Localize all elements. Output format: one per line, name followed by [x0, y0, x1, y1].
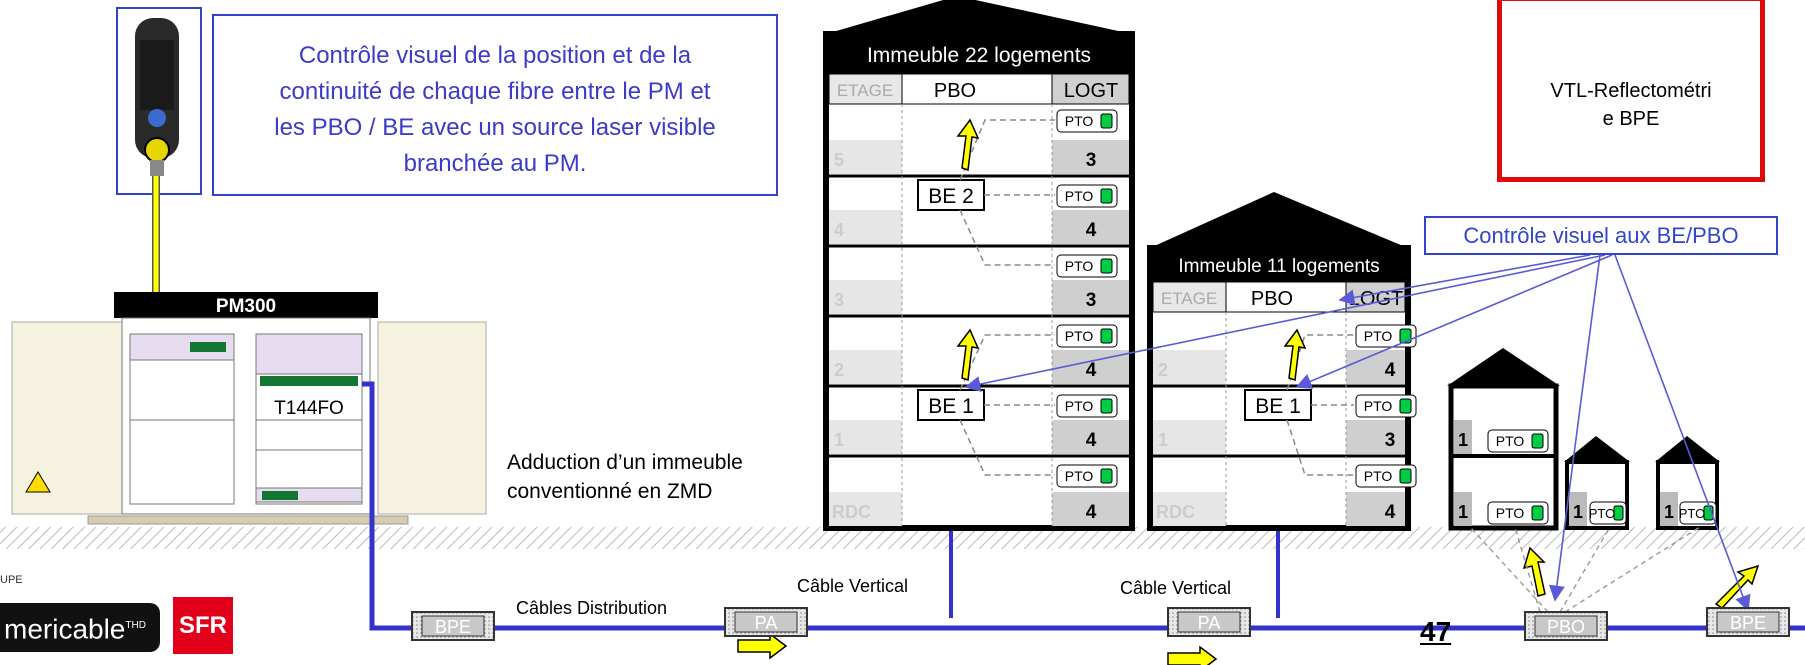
b22-logt-rdc: 4 [1086, 502, 1097, 523]
be1-b11-label: BE 1 [1255, 395, 1301, 418]
ground-hatch [0, 527, 1805, 549]
b22-logt-1: 4 [1086, 430, 1097, 451]
b22-floor-rdc: RDC [832, 502, 871, 522]
callout-line-2: continuité de chaque fibre entre le PM e… [279, 78, 711, 105]
pbo-underground-label: PBO [1547, 617, 1585, 637]
sfr-logo: SFR [173, 597, 233, 654]
svg-text:PTO: PTO [1364, 328, 1393, 344]
b22-floor-4: 4 [834, 220, 844, 240]
house3-floor: 1 [1664, 502, 1674, 522]
bpe-left-label: BPE [435, 617, 471, 637]
svg-text:PTO: PTO [1065, 113, 1094, 129]
b22-logt-4: 4 [1086, 220, 1097, 241]
adduction-line-2: conventionné en ZMD [507, 480, 713, 503]
b11-logt-2: 4 [1385, 360, 1396, 381]
t144fo-label: T144FO [274, 398, 344, 419]
svg-text:PTO: PTO [1065, 398, 1094, 414]
b11-drop-lines [1286, 334, 1354, 476]
building-11-title: Immeuble 11 logements [1178, 256, 1379, 277]
b22-logt-5: 3 [1086, 150, 1097, 171]
building-11-col-pbo: PBO [1251, 288, 1293, 310]
numericable-logo: mericableTHD [0, 603, 160, 652]
svg-text:PTO: PTO [1364, 468, 1393, 484]
vtl-line-1: VTL-Reflectométri [1550, 80, 1712, 102]
vtl-reflectometry-box[interactable]: VTL-Reflectométri e BPE [1497, 0, 1765, 182]
svg-text:PTO: PTO [1065, 468, 1094, 484]
b11-floor-2: 2 [1158, 360, 1168, 380]
vtl-line-2: e BPE [1602, 108, 1660, 130]
building-22-col-pbo: PBO [934, 80, 976, 102]
group-prefix: UPE [0, 574, 23, 586]
cable-vertical-1-label: Câble Vertical [797, 576, 908, 596]
b11-floor-rdc: RDC [1156, 502, 1195, 522]
building-11-col-etage: ETAGE [1161, 289, 1217, 308]
b11-floor-1: 1 [1158, 430, 1168, 450]
cable-vertical-2-label: Câble Vertical [1120, 578, 1231, 598]
numericable-sup: THD [125, 620, 146, 631]
underground-boxes [411, 607, 1790, 641]
be1-b22-label: BE 1 [928, 395, 974, 418]
building-22-col-etage: ETAGE [837, 81, 893, 100]
adduction-label: Adduction d’un immeuble conventionné en … [507, 448, 743, 506]
callout-line-1: Contrôle visuel de la position et de la [298, 42, 692, 69]
page-number: 47 [1420, 616, 1452, 647]
pm300-title: PM300 [216, 296, 276, 317]
house-floor-lower: 1 [1458, 502, 1468, 522]
be1-b22-box [917, 389, 985, 421]
adduction-line-1: Adduction d’un immeuble [507, 451, 743, 474]
svg-text:PTO: PTO [1065, 188, 1094, 204]
pm300-cabinet [11, 292, 487, 525]
b11-logt-1: 3 [1385, 430, 1396, 451]
callout-line-4: branchée au PM. [403, 150, 587, 177]
vtl-label: VTL-Reflectométri e BPE [1502, 77, 1760, 133]
svg-text:PTO: PTO [1065, 328, 1094, 344]
be2-label: BE 2 [928, 185, 974, 208]
laser-control-callout: Contrôle visuel de la position et de la … [212, 14, 778, 196]
b11-logt-rdc: 4 [1385, 502, 1396, 523]
laser-source-device [116, 7, 202, 195]
svg-text:PTO: PTO [1496, 505, 1525, 521]
numericable-text: mericable [4, 613, 126, 645]
b22-floor-1: 1 [834, 430, 844, 450]
cable-distribution-label: Câbles Distribution [516, 598, 667, 618]
visual-control-label: Contrôle visuel aux BE/PBO [1424, 216, 1778, 255]
building-22-col-logt: LOGT [1064, 80, 1118, 102]
callout-line-3: les PBO / BE avec un source laser visibl… [274, 114, 716, 141]
pa-right-label: PA [1198, 613, 1221, 633]
b22-floor-2: 2 [834, 360, 844, 380]
b22-floor-5: 5 [834, 150, 844, 170]
be1-b11-box [1244, 389, 1312, 421]
svg-text:PTO: PTO [1496, 433, 1525, 449]
control-arrows [964, 254, 1751, 612]
b22-floor-3: 3 [834, 290, 844, 310]
bpe-right-label: BPE [1730, 613, 1766, 633]
yellow-laser-arrows [737, 118, 1760, 665]
house-floor-upper: 1 [1458, 430, 1468, 450]
pa-left-label: PA [755, 613, 778, 633]
svg-text:PTO: PTO [1065, 258, 1094, 274]
building-22-title: Immeuble 22 logements [867, 44, 1091, 67]
svg-text:PTO: PTO [1364, 398, 1393, 414]
b22-logt-3: 3 [1086, 290, 1097, 311]
b22-logt-2: 4 [1086, 360, 1097, 381]
svg-text:PTO: PTO [1589, 506, 1616, 521]
svg-text:PTO: PTO [1679, 506, 1706, 521]
house2-floor: 1 [1573, 502, 1583, 522]
pto-group: PTO PTO PTO PTO PTO PTO PTO PTO PTO PTO … [1056, 109, 1717, 525]
building-22 [823, 0, 1135, 531]
pbo-drop-lines [1469, 526, 1701, 613]
